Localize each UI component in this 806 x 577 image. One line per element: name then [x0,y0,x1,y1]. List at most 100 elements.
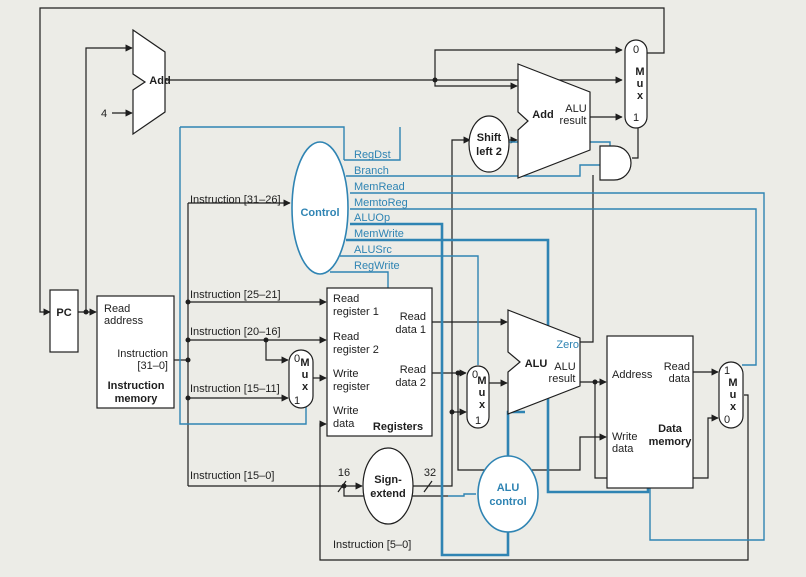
ctl-instr-5-0 [448,493,476,497]
svg-text:x: x [479,399,486,411]
svg-text:data 1: data 1 [395,324,426,336]
svg-text:Control: Control [300,207,339,219]
ctl-regdst-top [180,126,345,160]
constant-four: 4 [101,108,107,120]
signal-regwrite: RegWrite [354,260,400,272]
svg-text:Add: Add [149,75,170,87]
control-unit: Control [291,141,349,275]
main-alu: ALU Zero ALU result [507,309,581,415]
svg-text:Read: Read [664,361,690,373]
wire-sign-ext-out [413,408,467,487]
alu-control-unit: ALU control [477,455,539,533]
svg-text:Write: Write [333,405,358,417]
svg-text:u: u [479,387,486,399]
svg-text:u: u [637,78,644,90]
svg-text:0: 0 [294,353,300,365]
slash-32 [423,480,433,493]
svg-text:0: 0 [472,369,478,381]
ctl-branch [346,164,608,177]
control-signal-labels: RegDst Branch MemRead MemtoReg ALUOp Mem… [354,149,408,272]
bus-width-16: 16 [338,467,350,479]
data-wires [39,7,749,561]
svg-text:Read: Read [400,311,426,323]
signal-memread: MemRead [354,181,405,193]
field-15-11: Instruction [15–11] [190,383,280,395]
wire-pc-plus4-mux0 [434,46,623,80]
ctl-regwrite [330,271,389,288]
svg-text:register 2: register 2 [333,344,379,356]
signal-regdst: RegDst [354,149,391,161]
ctl-memread [350,192,765,541]
svg-text:register 1: register 1 [333,306,379,318]
svg-text:Address: Address [612,369,653,381]
field-31-26: Instruction [31–26] [190,194,281,206]
svg-text:Write: Write [612,431,637,443]
field-20-16: Instruction [20–16] [190,326,281,338]
svg-text:Zero: Zero [556,339,579,351]
svg-text:memory: memory [649,436,693,448]
svg-text:u: u [302,369,309,381]
mux-mem-to-reg: 1 M u x 0 [718,361,744,429]
svg-text:Write: Write [333,368,358,380]
svg-text:u: u [730,389,737,401]
svg-text:data: data [669,373,691,385]
svg-text:data: data [333,418,355,430]
svg-text:[31–0]: [31–0] [137,360,168,372]
ctl-regdst-link [344,127,401,161]
svg-text:Add: Add [532,109,553,121]
instruction-field-labels: Instruction [31–26] Instruction [25–21] … [190,194,411,551]
svg-text:address: address [104,315,144,327]
svg-text:Read: Read [104,303,130,315]
svg-text:Sign-: Sign- [374,474,402,486]
mux-reg-dst: 0 M u x 1 [288,349,314,409]
junctions [83,77,598,489]
svg-text:extend: extend [370,488,405,500]
svg-text:control: control [489,496,526,508]
signal-memwrite: MemWrite [354,228,404,240]
ctl-regdst [179,133,307,425]
svg-text:memory: memory [115,393,159,405]
sign-extend: Sign- extend [362,447,414,525]
svg-text:1: 1 [633,112,639,124]
svg-text:M: M [728,377,737,389]
wire-rt-to-mux [265,340,289,364]
wire-write-back [319,394,749,561]
mux-alu-src: 0 M u x 1 [466,365,490,429]
svg-text:left 2: left 2 [476,146,502,158]
signal-alusrc: ALUSrc [354,244,392,256]
field-5-0: Instruction [5–0] [333,539,411,551]
svg-text:result: result [549,373,576,385]
bus-width-32: 32 [424,467,436,479]
svg-text:data: data [612,443,634,455]
svg-text:0: 0 [724,414,730,426]
wire-write-data-mem [457,373,607,471]
svg-text:data 2: data 2 [395,377,426,389]
wire-pc-plus4-branch [434,80,518,90]
signal-aluop: ALUOp [354,212,390,224]
svg-text:ALU: ALU [525,358,548,370]
svg-text:ALU: ALU [554,361,575,373]
wire-alu-to-mux [594,382,719,479]
svg-text:Shift: Shift [477,132,502,144]
wire-pc-to-adder [85,44,133,312]
wire-and-out [632,128,639,159]
signal-branch: Branch [354,165,389,177]
svg-text:Read: Read [333,293,359,305]
ctl-memtoreg [350,208,757,366]
svg-text:1: 1 [475,415,481,427]
register-file: Read register 1 Read register 2 Write re… [326,287,433,437]
pc-adder: Add [132,28,171,136]
branch-and-gate [599,145,632,181]
svg-text:register: register [333,381,370,393]
svg-text:ALU: ALU [565,103,586,115]
ctl-alu-op-line [506,410,525,456]
ctl-aluop [350,222,510,557]
svg-text:result: result [560,115,587,127]
wire-zero [580,175,594,343]
instruction-memory: Read address Instruction [31–0] Instruct… [96,295,175,409]
svg-text:Instruction: Instruction [108,380,165,392]
svg-text:x: x [637,90,644,102]
svg-text:Read: Read [400,364,426,376]
svg-text:0: 0 [633,44,639,56]
